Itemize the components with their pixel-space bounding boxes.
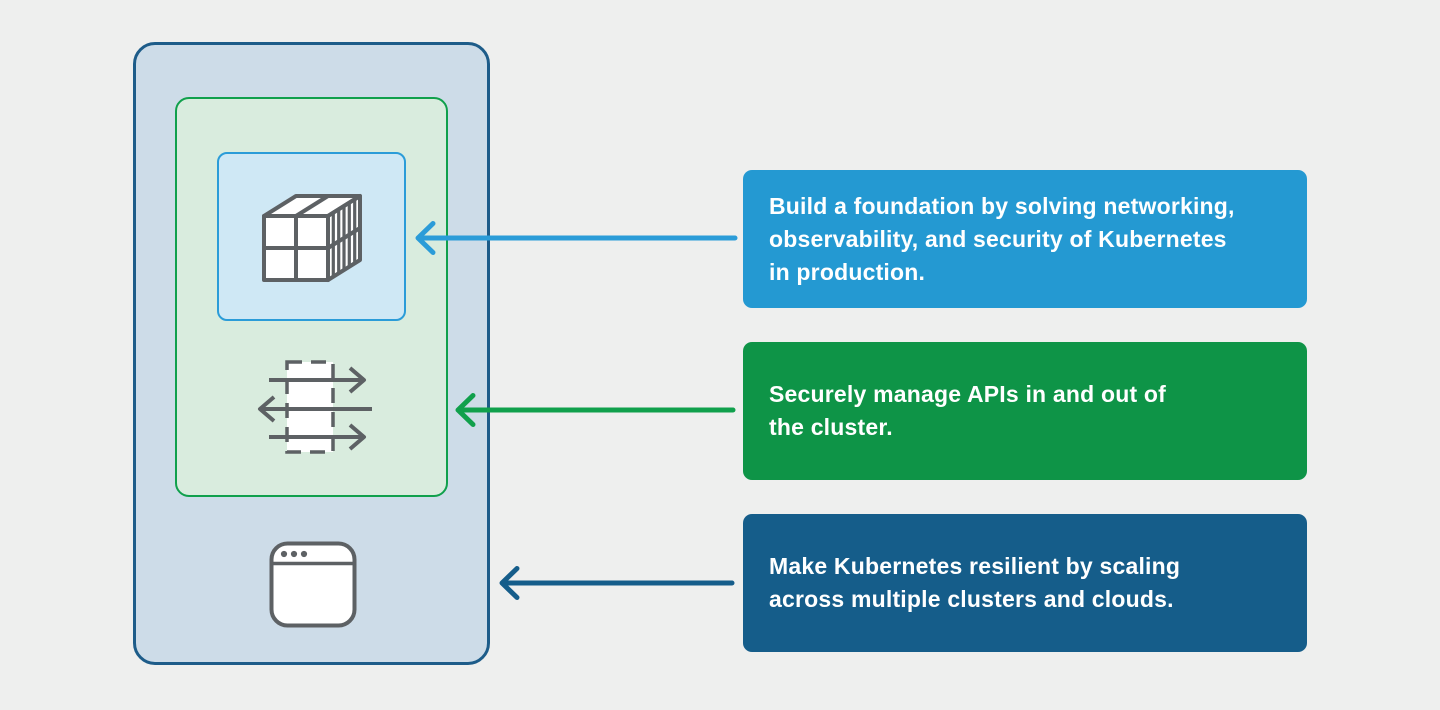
callout-resilience-line-2: across multiple clusters and clouds. — [769, 586, 1174, 612]
container-inner-box — [217, 152, 406, 321]
browser-window-icon — [269, 541, 357, 628]
callout-resilience-line-1: Make Kubernetes resilient by scaling — [769, 553, 1181, 579]
callout-networking: Build a foundation by solving networking… — [743, 170, 1307, 308]
green-left-arrow-icon — [455, 393, 736, 427]
callout-resilience: Make Kubernetes resilient by scaling acr… — [743, 514, 1307, 652]
navy-left-arrow-icon — [499, 566, 735, 600]
callout-api-line-2: the cluster. — [769, 414, 893, 440]
cluster-outer-box — [133, 42, 490, 665]
callout-api-line-1: Securely manage APIs in and out of — [769, 381, 1167, 407]
callout-networking-line-2: observability, and security of Kubernete… — [769, 225, 1227, 252]
container-cube-icon — [261, 193, 362, 282]
callout-networking-line-1: Build a foundation by solving networking… — [769, 192, 1235, 219]
callout-networking-line-3: in production. — [769, 258, 926, 285]
cluster-green-box — [175, 97, 448, 497]
api-gateway-icon — [258, 360, 372, 454]
callout-api-management: Securely manage APIs in and out of the c… — [743, 342, 1307, 480]
